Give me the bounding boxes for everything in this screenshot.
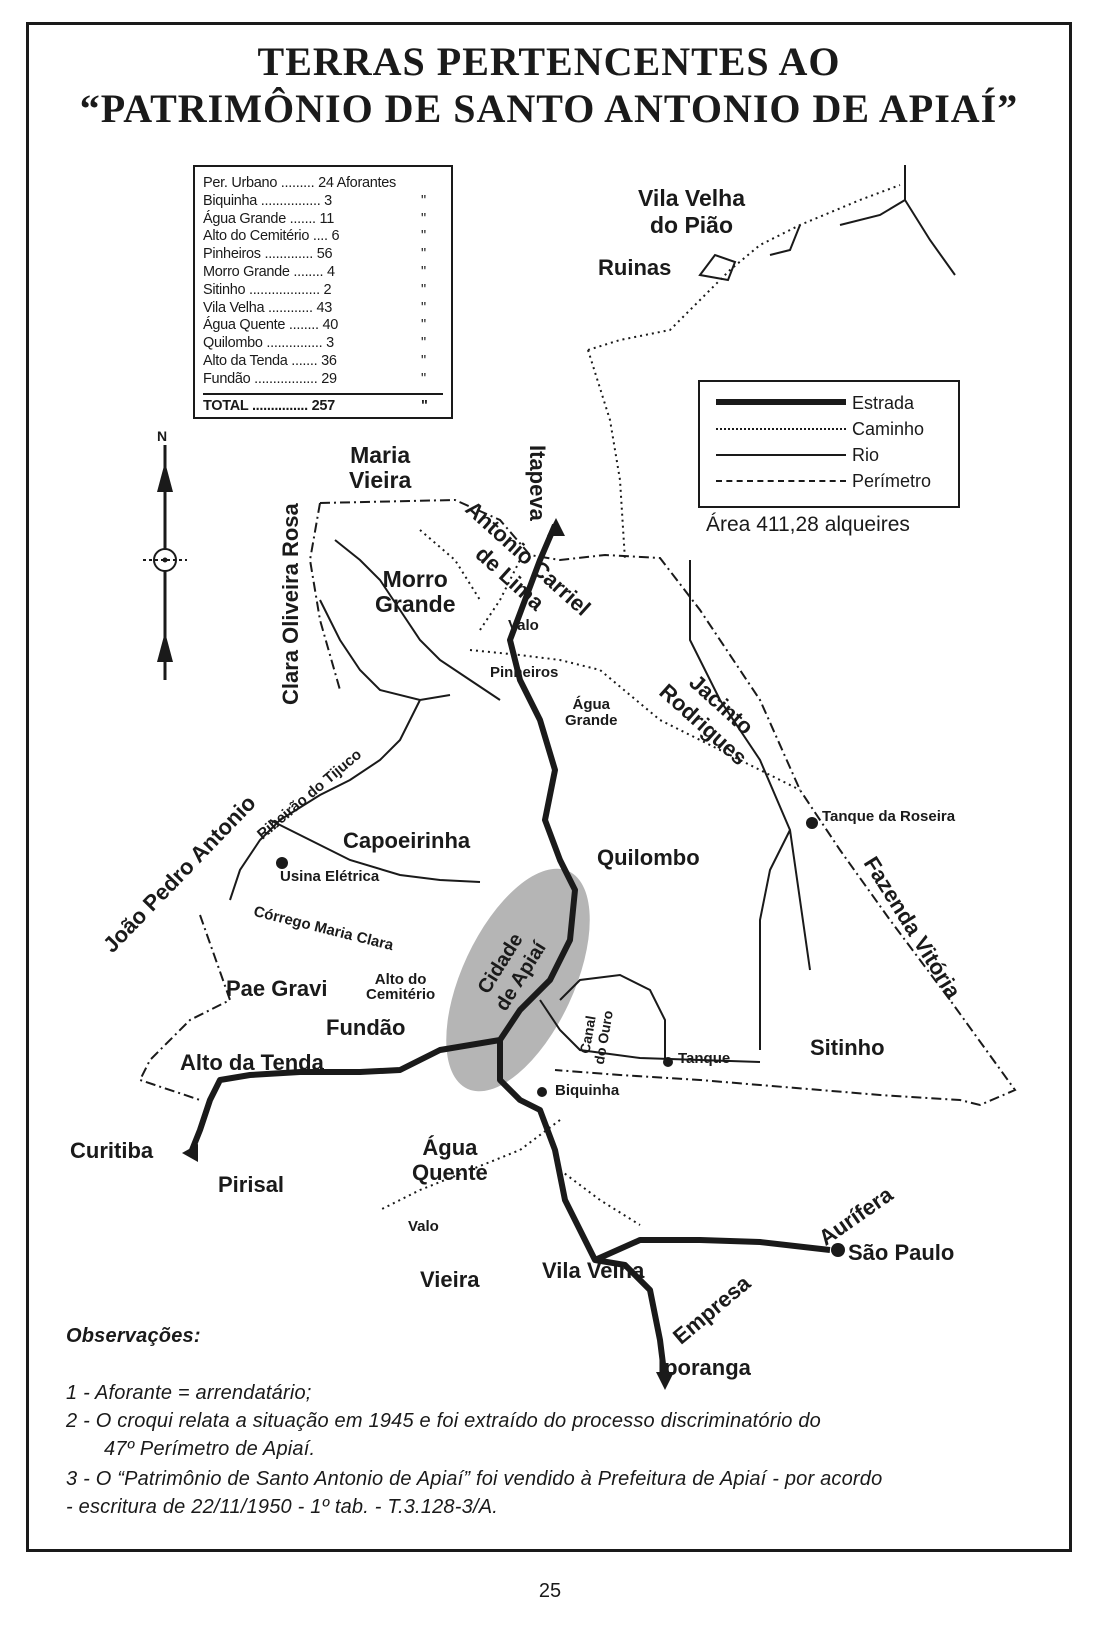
arrow-curitiba-icon: [182, 1144, 198, 1162]
label-biquinha: Biquinha: [555, 1082, 620, 1099]
table-row: Fundão ................. 29": [203, 370, 426, 387]
table-row: Morro Grande ........ 4": [203, 263, 426, 280]
label-sao-paulo: São Paulo: [848, 1240, 955, 1265]
observation-line: 2 - O croqui relata a situação em 1945 e…: [66, 1410, 821, 1432]
line-legend: Estrada Caminho Rio Perímetro: [698, 380, 960, 508]
arrow-iporanga-icon: [656, 1372, 674, 1390]
label-itapeva: Itapeva: [525, 445, 550, 521]
point-biquinha-icon: [537, 1087, 547, 1097]
label-quilombo: Quilombo: [597, 845, 700, 870]
point-tanque-roseira-icon: [806, 817, 818, 829]
table-total-row: TOTAL ............... 257": [203, 392, 443, 415]
page-number: 25: [538, 1580, 562, 1602]
observation-line: - escritura de 22/11/1950 - 1º tab. - T.…: [66, 1496, 498, 1518]
label-clara-oliveira-rosa: Clara Oliveira Rosa: [278, 503, 303, 705]
point-tanque-icon: [663, 1057, 673, 1067]
point-usina-icon: [276, 857, 288, 869]
table-row: Água Grande ....... 11": [203, 210, 426, 227]
table-row: Biquinha ................ 3": [203, 192, 426, 209]
legend-item-path: Caminho: [716, 418, 956, 442]
label-vieira: Vieira: [420, 1267, 480, 1292]
table-row: Per. Urbano ......... 24 Aforantes: [203, 175, 396, 191]
observation-line: 47º Perímetro de Apiaí.: [104, 1438, 316, 1460]
label-iporanga: Iporanga: [658, 1355, 751, 1380]
table-row: Sitinho ................... 2": [203, 281, 426, 298]
table-row: Água Quente ........ 40": [203, 317, 426, 334]
observations-heading: Observações:: [66, 1325, 201, 1347]
observation-line: 1 - Aforante = arrendatário;: [66, 1382, 312, 1404]
ruins-icon: [698, 253, 737, 282]
perimeter-line-swatch: [716, 480, 846, 482]
tenants-table: Per. Urbano ......... 24 Aforantes Biqui…: [193, 165, 453, 419]
legend-item-river: Rio: [716, 444, 956, 468]
label-ruinas: Ruinas: [598, 255, 672, 280]
label-capoeirinha: Capoeirinha: [343, 828, 471, 853]
road-line-swatch: [716, 399, 846, 405]
page-frame: [26, 22, 1072, 1552]
label-fundao: Fundão: [326, 1015, 406, 1040]
point-sao-paulo-icon: [831, 1243, 845, 1257]
map-title-line-2: “PATRIMÔNIO DE SANTO ANTONIO DE APIAÍ”: [79, 86, 1019, 131]
legend-item-perimeter: Perímetro: [716, 470, 956, 494]
label-tanque: Tanque: [678, 1050, 731, 1067]
label-valo-north: Valo: [508, 617, 539, 634]
label-curitiba: Curitiba: [70, 1138, 154, 1163]
table-row: Quilombo ............... 3": [203, 335, 426, 352]
label-valo-south: Valo: [408, 1218, 439, 1235]
label-sitinho: Sitinho: [810, 1035, 885, 1060]
label-alto-da-tenda: Alto da Tenda: [180, 1050, 324, 1075]
area-label: Área 411,28 alqueires: [706, 513, 910, 536]
label-pirisal: Pirisal: [218, 1172, 285, 1197]
path-line-swatch: [716, 428, 846, 430]
label-pinheiros: Pinheiros: [490, 664, 559, 681]
observation-line: 3 - O “Patrimônio de Santo Antonio de Ap…: [66, 1468, 883, 1490]
river-line-swatch: [716, 454, 846, 456]
label-usina-eletrica: Usina Elétrica: [280, 868, 380, 885]
rivers: [229, 165, 956, 1063]
label-pae-gravi: Pae Gravi: [226, 976, 328, 1001]
north-arrow-icon: [143, 445, 187, 680]
paths-network: [379, 184, 901, 1226]
table-row: Alto do Cemitério .... 6": [203, 228, 426, 245]
legend-item-road: Estrada: [716, 392, 956, 416]
arrow-itapeva-icon: [547, 518, 565, 536]
map-title-line-1: TERRAS PERTENCENTES AO: [257, 39, 841, 84]
north-label: N: [157, 428, 168, 444]
city-area-shading: [446, 868, 590, 1092]
label-vila-velha: Vila Velha: [542, 1258, 645, 1283]
label-tanque-roseira: Tanque da Roseira: [822, 808, 956, 825]
table-row: Pinheiros ............. 56": [203, 246, 426, 263]
table-row: Vila Velha ............ 43": [203, 299, 426, 316]
main-road: [189, 523, 831, 1381]
table-row: Alto da Tenda ....... 36": [203, 352, 426, 369]
